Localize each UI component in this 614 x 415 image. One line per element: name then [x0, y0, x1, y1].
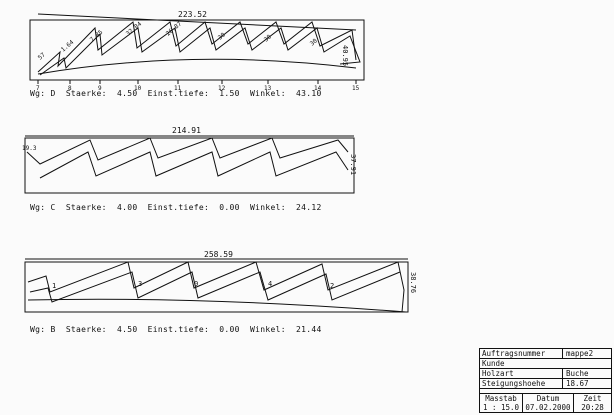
drawing-2-top [26, 137, 349, 165]
rise-value: 18.67 [562, 379, 612, 388]
drawing-1 [29, 13, 365, 84]
drawing-1-ticks [37, 80, 357, 84]
svg-text:9: 9 [98, 85, 102, 92]
svg-text:8: 8 [68, 85, 72, 92]
drawing-1-dimension [37, 13, 357, 31]
drawing-1-right-dim: 40.95 [341, 45, 349, 66]
drawing-3-curve [27, 298, 407, 313]
svg-text:13: 13 [264, 85, 272, 92]
rise-label: Steigungshoehe [482, 379, 546, 388]
svg-text:30: 30 [309, 37, 319, 47]
svg-text:1: 1 [52, 282, 56, 290]
svg-text:11: 11 [174, 85, 182, 92]
order-label: Auftragsnummer [482, 349, 546, 358]
svg-text:3: 3 [138, 280, 142, 288]
title-block-footer: Masstab 1 : 15.0 Datum 07.02.2000 Zeit 2… [480, 393, 611, 412]
customer-label: Kunde [482, 359, 505, 368]
drawing-3-right-dim: 38.76 [409, 272, 417, 293]
title-block-row-order: Auftragsnummer mappe2 [480, 349, 611, 359]
svg-text:10: 10 [134, 85, 142, 92]
time-value: 20:28 [581, 403, 604, 412]
svg-text:57: 57 [37, 51, 47, 61]
svg-text:1.64: 1.64 [60, 39, 76, 54]
svg-text:14: 14 [314, 85, 322, 92]
scale-cell: Masstab 1 : 15.0 [480, 394, 523, 412]
drawing-3-params: Wg: B Staerke: 4.50 Einst.tiefe: 0.00 Wi… [30, 325, 322, 334]
drawing-2-right-dim: 37.91 [349, 154, 357, 175]
drawing-1-inner [39, 27, 361, 76]
drawing-1-length: 223.52 [178, 10, 207, 19]
drawing-1-params: Wg: D Staerke: 4.50 Einst.tiefe: 1.50 Wi… [30, 89, 322, 98]
drawing-2-left-dim: 19.3 [22, 145, 37, 152]
title-block-row-wood: Holzart Buche [480, 369, 611, 379]
date-cell: Datum 07.02.2000 [523, 394, 574, 412]
wood-label: Holzart [482, 369, 514, 378]
drawing-3-length: 258.59 [204, 250, 233, 259]
svg-text:4: 4 [268, 280, 272, 288]
drawing-3-top [27, 261, 405, 313]
svg-text:30: 30 [263, 33, 273, 43]
svg-text:26.87: 26.87 [165, 20, 184, 37]
title-block-row-customer: Kunde [480, 359, 611, 369]
drawing-3-marks: 1 3 0 4 2 [52, 280, 334, 290]
drawing-2-params: Wg: C Staerke: 4.00 Einst.tiefe: 0.00 Wi… [30, 203, 322, 212]
drawing-2-bottom [39, 151, 349, 179]
drawing-1-profile [37, 21, 357, 73]
scale-value: 1 : 15.0 [482, 403, 520, 412]
svg-text:15: 15 [352, 85, 360, 92]
drawing-3-frame [24, 261, 409, 313]
drawing-3 [24, 258, 409, 313]
title-block: Auftragsnummer mappe2 Kunde Holzart Buch… [479, 348, 612, 413]
drawing-1-step-numbers: 7 8 9 10 11 12 13 14 15 [36, 85, 360, 92]
order-value: mappe2 [562, 349, 612, 358]
date-header: Datum [536, 394, 560, 403]
svg-text:32.84: 32.84 [125, 20, 144, 37]
wood-value: Buche [562, 369, 612, 378]
time-header: Zeit [583, 394, 602, 403]
drawing-2 [24, 135, 355, 194]
drawing-1-curve [37, 58, 357, 75]
drawing-3-inner [29, 271, 401, 303]
svg-text:12: 12 [218, 85, 226, 92]
svg-text:30: 30 [217, 31, 227, 41]
time-cell: Zeit 20:28 [574, 394, 611, 412]
drawing-2-frame [24, 137, 355, 194]
drawing-2-length: 214.91 [172, 126, 201, 135]
svg-text:2: 2 [330, 282, 334, 290]
customer-value [562, 359, 611, 368]
title-block-row-rise: Steigungshoehe 18.67 [480, 379, 611, 389]
scale-header: Masstab [485, 394, 517, 403]
svg-text:0: 0 [194, 280, 198, 288]
svg-text:7: 7 [36, 85, 40, 92]
date-value: 07.02.2000 [525, 403, 571, 412]
